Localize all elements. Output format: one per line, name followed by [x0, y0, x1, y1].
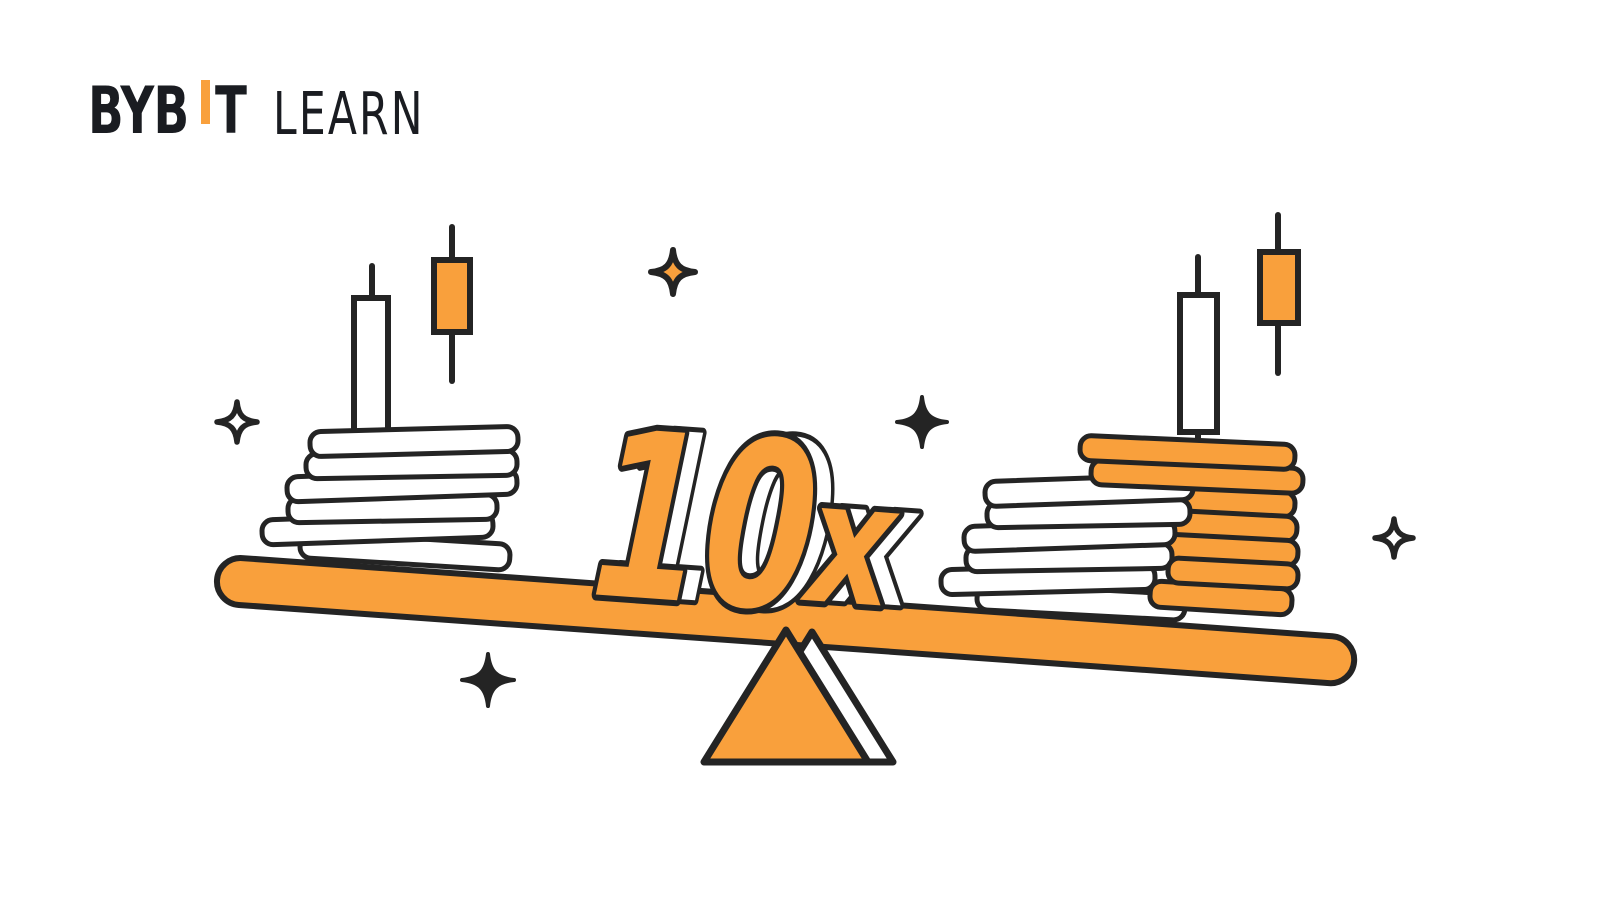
- candlestick-orange-left-icon: [431, 224, 473, 384]
- leverage-text-shadow: 10 x: [598, 378, 930, 670]
- logo-text-t: T: [215, 74, 247, 149]
- sparkle-orange-icon: [651, 250, 695, 294]
- candlestick-orange-right-icon: [1257, 212, 1301, 376]
- sparkle-black-icon: [897, 397, 947, 447]
- coin-stack-left: [259, 424, 521, 573]
- coin-stack-right-white: [938, 472, 1196, 623]
- sparkles: [217, 250, 1413, 706]
- coin-stack-right-orange-front: [1077, 433, 1306, 618]
- coin: [1165, 555, 1301, 592]
- sparkle-outline-icon: [1375, 519, 1413, 557]
- sparkle-outline-icon: [217, 402, 257, 442]
- candlestick-white-left-icon: [351, 263, 391, 437]
- coin: [307, 424, 521, 459]
- sparkle-black-icon: [462, 654, 514, 706]
- leverage-value-shadow: 10: [603, 383, 844, 665]
- logo-text-byb: BYB: [88, 74, 189, 149]
- logo-i-bar-icon: [201, 80, 210, 124]
- leverage-text: 10 x: [579, 377, 911, 671]
- seesaw-fulcrum: [700, 626, 872, 766]
- bybit-learn-logo: BYB T LEARN: [88, 75, 488, 145]
- logo-text-learn: LEARN: [273, 79, 425, 148]
- coin: [1077, 433, 1298, 472]
- leverage-value: 10: [585, 383, 826, 665]
- candlestick-white-right-icon: [1177, 254, 1220, 455]
